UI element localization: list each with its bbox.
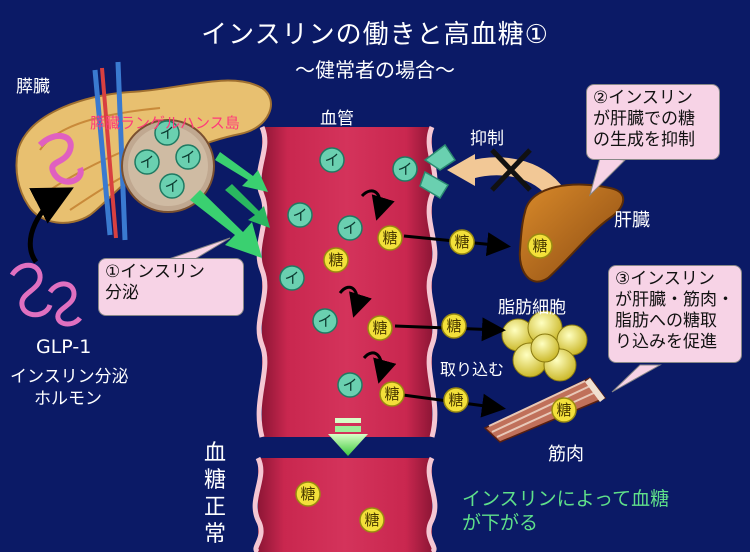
page-subtitle: ～健常者の場合～ <box>295 58 455 82</box>
svg-text:糖: 糖 <box>556 401 571 419</box>
conclusion-line-2: が下がる <box>462 512 539 534</box>
glucose-molecule: 糖 <box>359 507 385 533</box>
insulin-molecule: イ <box>319 147 345 173</box>
liver-illustration <box>518 183 625 283</box>
callout-uptake-promotion: ③インスリン が肝臓・筋肉・ 脂肪への糖取 り込みを促進 <box>608 265 742 363</box>
molecules-layer: イイイイイイイイイイイ糖糖糖糖糖糖糖糖糖糖糖 <box>134 120 577 533</box>
svg-text:糖: 糖 <box>382 229 397 247</box>
insulin-molecule: イ <box>337 215 363 241</box>
label-fat-cell: 脂肪細胞 <box>498 298 566 318</box>
glucose-molecule: 糖 <box>377 225 403 251</box>
label-normal-glucose: 血 糖 正 常 <box>203 441 226 547</box>
down-arrow-icon <box>328 418 368 456</box>
callout-liver-suppression: ②インスリン が肝臓での糖 の生成を抑制 <box>586 84 720 160</box>
svg-text:イ: イ <box>324 151 339 169</box>
svg-text:糖: 糖 <box>364 511 379 529</box>
insulin-molecule: イ <box>312 308 338 334</box>
glucose-molecule: 糖 <box>551 397 577 423</box>
label-pancreas: 膵臓 <box>16 77 50 97</box>
svg-text:糖: 糖 <box>454 233 469 251</box>
glp1-molecule-icon <box>9 262 82 327</box>
fat-cells-illustration <box>501 310 588 382</box>
svg-text:糖: 糖 <box>446 317 461 335</box>
glp1-to-pancreas-arrow <box>27 187 74 264</box>
label-liver: 肝臓 <box>614 210 650 231</box>
glucose-molecule: 糖 <box>441 313 467 339</box>
page-title: インスリンの働きと高血糖① <box>201 20 549 50</box>
glucose-molecule: 糖 <box>295 481 321 507</box>
blood-vessel-normal <box>252 456 438 552</box>
svg-text:イ: イ <box>342 376 357 394</box>
svg-text:イ: イ <box>397 160 412 178</box>
insulin-molecule: イ <box>154 120 180 146</box>
svg-text:イ: イ <box>164 177 179 195</box>
conclusion-line-1: インスリンによって血糖 <box>462 488 670 510</box>
insulin-molecule: イ <box>392 156 418 182</box>
glucose-molecule: 糖 <box>323 247 349 273</box>
suppress-x-icon <box>490 148 532 192</box>
secretion-arrows <box>190 152 270 258</box>
svg-text:糖: 糖 <box>532 237 547 255</box>
insulin-molecule: イ <box>279 265 305 291</box>
callout-3-pointer <box>611 364 662 393</box>
svg-text:イ: イ <box>159 124 174 142</box>
glucose-molecule: 糖 <box>449 229 475 255</box>
svg-text:糖: 糖 <box>328 251 343 269</box>
svg-text:糖: 糖 <box>300 485 315 503</box>
svg-text:糖: 糖 <box>448 391 463 409</box>
insulin-receptor-icon <box>419 143 457 200</box>
svg-text:イ: イ <box>180 148 195 166</box>
svg-text:糖: 糖 <box>384 385 399 403</box>
glucose-molecule: 糖 <box>527 233 553 259</box>
label-muscle: 筋肉 <box>548 444 584 465</box>
insulin-molecule: イ <box>287 202 313 228</box>
label-glp1-desc-2: ホルモン <box>34 389 102 409</box>
glucose-molecule: 糖 <box>443 387 469 413</box>
svg-text:糖: 糖 <box>372 319 387 337</box>
label-uptake: 取り込む <box>440 360 505 379</box>
label-glp1-desc-1: インスリン分泌 <box>10 367 129 387</box>
svg-text:イ: イ <box>292 206 307 224</box>
svg-text:イ: イ <box>284 269 299 287</box>
label-suppress: 抑制 <box>470 129 504 149</box>
insulin-molecule: イ <box>159 173 185 199</box>
muscle-illustration <box>483 377 607 443</box>
insulin-molecule: イ <box>175 144 201 170</box>
svg-text:イ: イ <box>317 312 332 330</box>
glucose-molecule: 糖 <box>367 315 393 341</box>
label-islet: 膵臓ランゲルハンス島 <box>90 114 240 132</box>
svg-text:イ: イ <box>139 153 154 171</box>
svg-text:イ: イ <box>342 219 357 237</box>
label-glp1: GLP-1 <box>36 336 92 358</box>
insulin-molecule: イ <box>337 372 363 398</box>
label-vessel: 血管 <box>320 109 354 129</box>
insulin-molecule: イ <box>134 149 160 175</box>
glucose-molecule: 糖 <box>379 381 405 407</box>
callout-insulin-secretion: ①インスリン 分泌 <box>98 258 244 316</box>
